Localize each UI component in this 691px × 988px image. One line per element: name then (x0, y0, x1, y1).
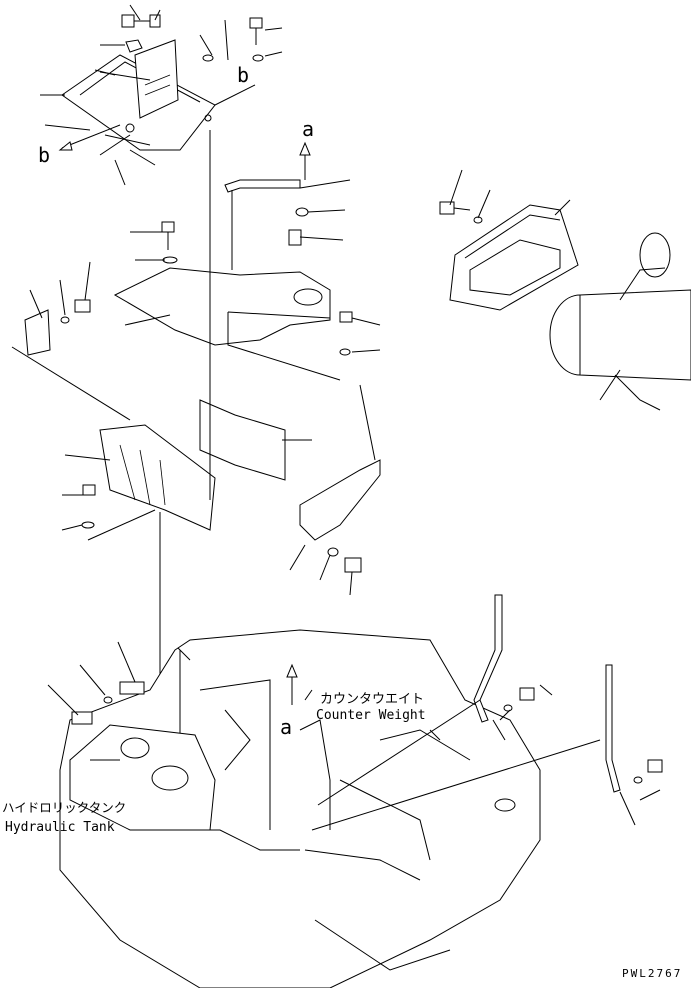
ref-label-b-top: b (237, 63, 249, 87)
hydraulic-tank-label-en: Hydraulic Tank (5, 820, 115, 835)
bolt (202, 17, 264, 62)
muffler-bracket (449, 204, 579, 311)
hydraulic-tank (69, 724, 216, 831)
counter-weight-label-jp: カウンタウエイト (320, 692, 424, 707)
arrow-a-top (299, 141, 311, 180)
leader-lines-top (40, 4, 283, 186)
support-bracket (99, 424, 216, 531)
bracket-lower-left (71, 681, 145, 725)
hydraulic-tank-label-jp: ハイドロリックタンク (2, 800, 126, 815)
stay-bar-right (605, 664, 621, 793)
nut (125, 39, 143, 53)
ref-label-a-bottom: a (280, 715, 292, 739)
rubber-pad (199, 399, 286, 481)
leader-lines-bottom (47, 641, 661, 831)
bolt (161, 221, 178, 264)
bolt (121, 14, 161, 28)
plate-a (224, 179, 301, 193)
leader-lines-middle (11, 179, 381, 421)
arrow-b (58, 124, 121, 151)
counter-weight-label-en: Counter Weight (316, 708, 426, 723)
muffler (549, 232, 691, 411)
stay-bar-center (473, 594, 503, 723)
bolt (288, 229, 302, 246)
side-bracket (299, 459, 381, 541)
bolt (503, 687, 535, 712)
drawing-code: PWL2767 (622, 967, 682, 980)
bolt (633, 759, 663, 784)
bolt (339, 311, 353, 356)
main-cover-panel (113, 267, 331, 346)
leader-lines-right (449, 169, 571, 219)
ref-label-b-left: b (38, 143, 50, 167)
bolt (327, 547, 362, 573)
machine-frame (59, 629, 541, 988)
bolt (439, 201, 483, 224)
washer (295, 207, 309, 217)
ref-label-a-top: a (302, 117, 314, 141)
top-cover-bracket (61, 39, 216, 151)
arrow-a-bottom (286, 663, 298, 705)
bracket-left (24, 299, 91, 356)
side-plate (227, 311, 341, 381)
bolt (81, 484, 96, 529)
leader-lines-bracket (61, 130, 376, 700)
